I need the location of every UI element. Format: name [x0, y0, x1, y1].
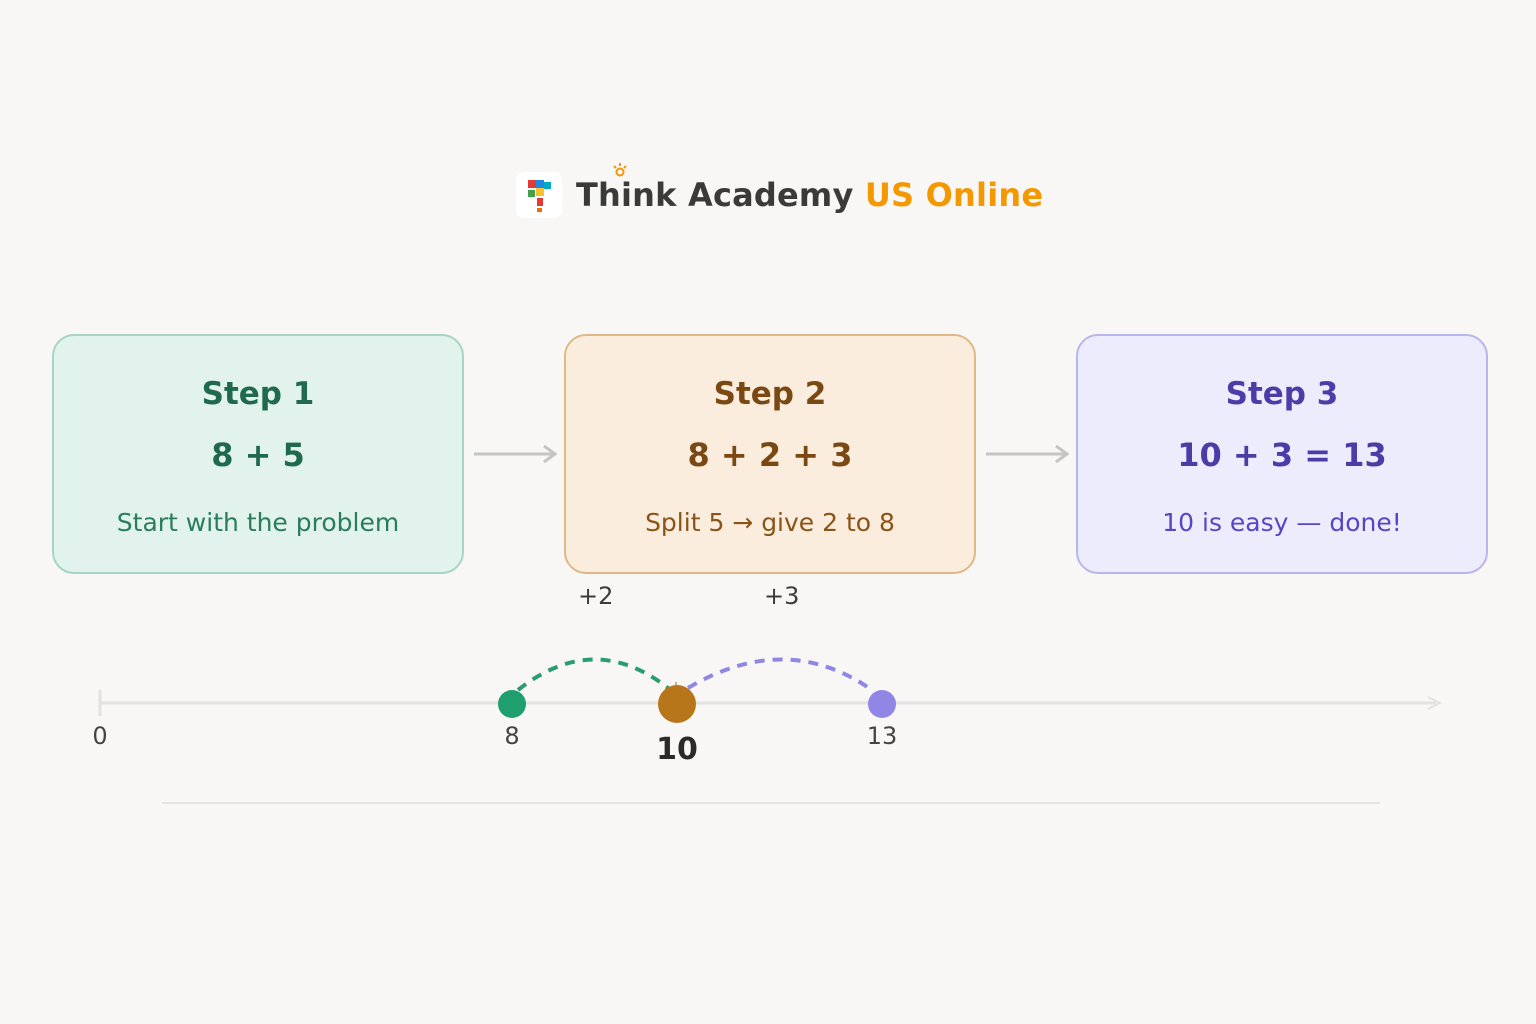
step-card-1: Step 1 8 + 5 Start with the problem: [52, 334, 464, 574]
tick-label-10: 10: [656, 732, 698, 767]
step-description: 10 is easy — done!: [1162, 508, 1402, 537]
step-title: Step 1: [201, 376, 315, 412]
jump-label-plus-2: +2: [578, 582, 614, 610]
think-academy-logo-icon: [516, 172, 562, 218]
right-arrow-icon: [986, 444, 1070, 464]
jump-label-plus-3: +3: [764, 582, 800, 610]
step-title: Step 3: [1225, 376, 1339, 412]
step-title: Step 2: [713, 376, 827, 412]
point-8: [498, 690, 526, 718]
step-description: Start with the problem: [116, 508, 400, 537]
step-expression: 10 + 3 = 13: [1177, 436, 1387, 474]
step-card-2: Step 2 8 + 2 + 3 Split 5 → give 2 to 8: [564, 334, 976, 574]
point-10: [658, 685, 696, 723]
step-description: Split 5 → give 2 to 8: [645, 508, 895, 537]
brand-name-text: Think Academy: [576, 176, 854, 214]
axis-arrow-icon: [1427, 696, 1443, 710]
step-expression: 8 + 5: [211, 436, 305, 474]
brand-header: Think Academy US Online: [516, 163, 1044, 220]
divider: [162, 802, 1380, 804]
brand-name: Think Academy US Online: [576, 163, 1044, 214]
tick-label-13: 13: [866, 722, 898, 750]
right-arrow-icon: [474, 444, 558, 464]
tick-label-0: 0: [92, 722, 108, 750]
jump-arc-plus-3: [686, 657, 874, 692]
brand-accent-text: US Online: [864, 176, 1044, 214]
jump-arc-plus-2: [516, 657, 670, 692]
point-13: [868, 690, 896, 718]
tick-label-8: 8: [504, 722, 520, 750]
step-expression: 8 + 2 + 3: [687, 436, 853, 474]
sun-icon: [613, 163, 627, 177]
step-card-3: Step 3 10 + 3 = 13 10 is easy — done!: [1076, 334, 1488, 574]
